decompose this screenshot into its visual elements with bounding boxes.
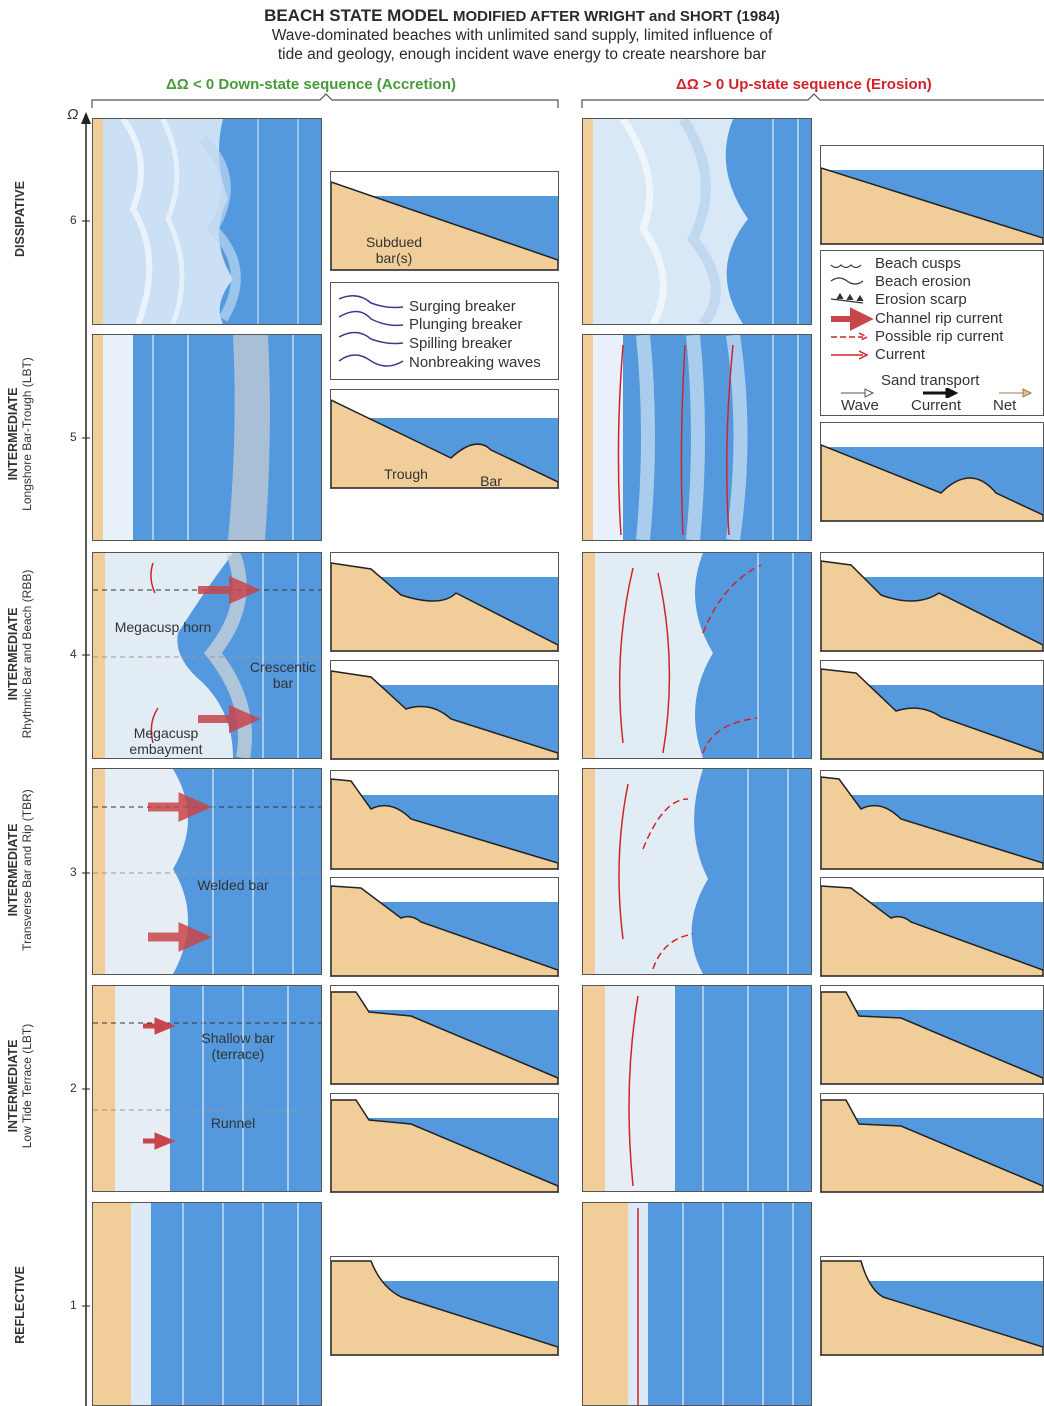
legend-surging: Surging breaker bbox=[409, 298, 516, 315]
tick-4: 4 bbox=[70, 647, 77, 661]
legend-current: Current bbox=[875, 346, 926, 363]
profile-ltt-down-2 bbox=[330, 1093, 559, 1193]
profile-tbr-up-1 bbox=[820, 770, 1044, 870]
profile-rbb-down-2 bbox=[330, 660, 559, 760]
profile-lbt-up bbox=[820, 422, 1044, 522]
plan-rbb-down: Megacusp horn Crescentic bar Megacusp em… bbox=[92, 552, 322, 759]
plan-reflective-up bbox=[582, 1202, 812, 1406]
legend-possible-rip: Possible rip current bbox=[875, 328, 1004, 345]
label-megacusp-horn: Megacusp horn bbox=[114, 619, 212, 635]
omega-symbol: Ω bbox=[67, 106, 79, 123]
tick-3: 3 bbox=[70, 865, 77, 879]
tick-5: 5 bbox=[70, 430, 77, 444]
plan-dissipative-down bbox=[92, 118, 322, 325]
profile-rbb-up-1 bbox=[820, 552, 1044, 652]
figure-title: BEACH STATE MODEL MODIFIED AFTER WRIGHT … bbox=[0, 6, 1044, 26]
plan-lbt-down bbox=[92, 334, 322, 541]
legend-nonbreaking: Nonbreaking waves bbox=[409, 354, 541, 371]
omega-axis bbox=[81, 112, 91, 1406]
profile-ltt-up-1 bbox=[820, 985, 1044, 1085]
profile-tbr-down-2 bbox=[330, 877, 559, 977]
symbol-legend-icons bbox=[830, 264, 874, 360]
down-state-heading: ΔΩ < 0 Down-state sequence (Accretion) bbox=[166, 76, 456, 93]
profile-reflective-up bbox=[820, 1256, 1044, 1356]
profile-dissipative-up bbox=[820, 145, 1044, 245]
tick-1: 1 bbox=[70, 1298, 77, 1312]
breaker-icons bbox=[338, 295, 404, 367]
legend-plunging: Plunging breaker bbox=[409, 316, 523, 333]
plan-tbr-down: Welded bar bbox=[92, 768, 322, 975]
title-main: BEACH STATE MODEL bbox=[264, 6, 449, 25]
plan-rbb-up bbox=[582, 552, 812, 759]
profile-ltt-up-2 bbox=[820, 1093, 1044, 1193]
label-shallow-bar: Shallow bar (terrace) bbox=[201, 1030, 275, 1062]
label-megacusp-embayment: Megacusp embayment bbox=[129, 725, 203, 757]
profile-rbb-up-2 bbox=[820, 660, 1044, 760]
subtitle-line-1: Wave-dominated beaches with unlimited sa… bbox=[271, 27, 773, 44]
label-crescentic-bar: Crescentic bar bbox=[249, 659, 317, 691]
legend-beach-cusps: Beach cusps bbox=[875, 255, 961, 272]
profile-tbr-up-2 bbox=[820, 877, 1044, 977]
state-label-reflective: REFLECTIVE bbox=[13, 1266, 27, 1344]
profile-lbt-down: Trough Bar bbox=[330, 389, 559, 489]
plan-ltt-down: Shallow bar (terrace) Runnel bbox=[92, 985, 322, 1192]
legend-erosion-scarp: Erosion scarp bbox=[875, 291, 967, 308]
legend-spilling: Spilling breaker bbox=[409, 335, 513, 352]
symbol-legend: Beach cusps Beach erosion Erosion scarp … bbox=[820, 250, 1044, 416]
sand-transport-arrows bbox=[841, 388, 1033, 398]
plan-ltt-up bbox=[582, 985, 812, 1192]
profile-tbr-down-1 bbox=[330, 770, 559, 870]
subtitle-line-2: tide and geology, enough incident wave e… bbox=[277, 46, 767, 63]
legend-beach-erosion: Beach erosion bbox=[875, 273, 971, 290]
breaker-legend: Surging breaker Plunging breaker Spillin… bbox=[330, 282, 559, 380]
tick-6: 6 bbox=[70, 213, 77, 227]
legend-wave: Wave bbox=[841, 397, 879, 414]
plan-dissipative-up bbox=[582, 118, 812, 325]
label-trough: Trough bbox=[384, 466, 428, 482]
label-runnel: Runnel bbox=[210, 1115, 256, 1131]
label-bar: Bar bbox=[480, 473, 502, 489]
legend-channel-rip: Channel rip current bbox=[875, 310, 1003, 327]
plan-tbr-up bbox=[582, 768, 812, 975]
legend-net: Net bbox=[993, 397, 1017, 414]
tick-2: 2 bbox=[70, 1081, 77, 1095]
label-subdued-bar: Subdued bar(s) bbox=[365, 234, 423, 266]
state-label-dissipative: DISSIPATIVE bbox=[13, 181, 27, 257]
plan-lbt-up bbox=[582, 334, 812, 541]
profile-rbb-down-1 bbox=[330, 552, 559, 652]
plan-reflective-down bbox=[92, 1202, 322, 1406]
up-state-heading: ΔΩ > 0 Up-state sequence (Erosion) bbox=[676, 76, 932, 93]
profile-dissipative-down: Subdued bar(s) bbox=[330, 171, 559, 271]
profile-ltt-down-1 bbox=[330, 985, 559, 1085]
section-braces bbox=[91, 93, 1044, 108]
legend-current-transport: Current bbox=[911, 397, 962, 414]
label-welded-bar: Welded bar bbox=[197, 877, 269, 893]
legend-sand-transport: Sand transport bbox=[881, 372, 980, 389]
profile-reflective-down bbox=[330, 1256, 559, 1356]
title-rest: MODIFIED AFTER WRIGHT and SHORT (1984) bbox=[452, 8, 780, 25]
